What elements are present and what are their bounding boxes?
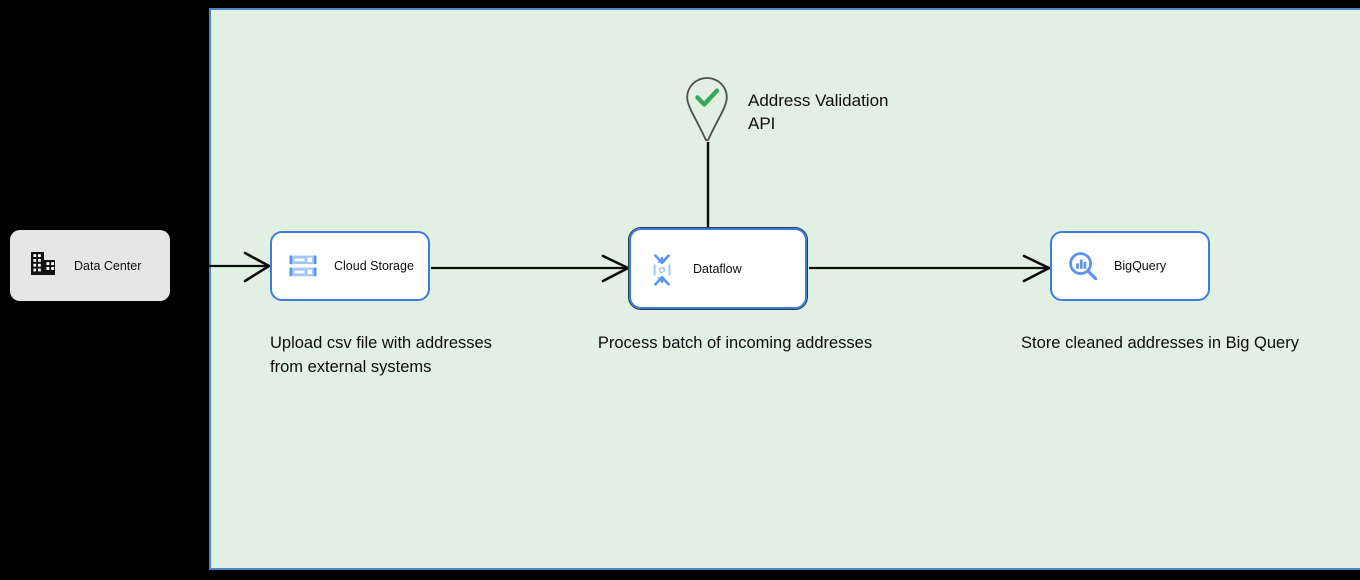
node-data-center[interactable]: Data Center: [10, 230, 170, 301]
caption-cloud-storage: Upload csv file with addresses from exte…: [270, 334, 492, 376]
node-bigquery[interactable]: BigQuery: [1050, 231, 1210, 301]
caption-bigquery: Store cleaned addresses in Big Query: [1021, 334, 1299, 352]
map-pin-check-icon: [684, 75, 730, 148]
caption-dataflow: Process batch of incoming addresses: [597, 334, 873, 352]
node-dataflow-label: Dataflow: [693, 261, 742, 276]
node-address-validation-api-label: Address Validation API: [748, 91, 889, 133]
node-data-center-label: Data Center: [74, 258, 142, 273]
cloud-storage-icon: [288, 251, 318, 281]
dataflow-icon: [647, 253, 677, 286]
node-bigquery-label: BigQuery: [1114, 259, 1167, 273]
node-cloud-storage-label: Cloud Storage: [334, 259, 414, 273]
node-address-validation-api[interactable]: Address Validation API: [684, 75, 889, 148]
node-cloud-storage[interactable]: Cloud Storage: [270, 231, 430, 301]
node-dataflow[interactable]: Dataflow: [628, 227, 808, 310]
bigquery-magnifier-icon: [1068, 251, 1098, 281]
office-building-icon: [28, 248, 58, 283]
